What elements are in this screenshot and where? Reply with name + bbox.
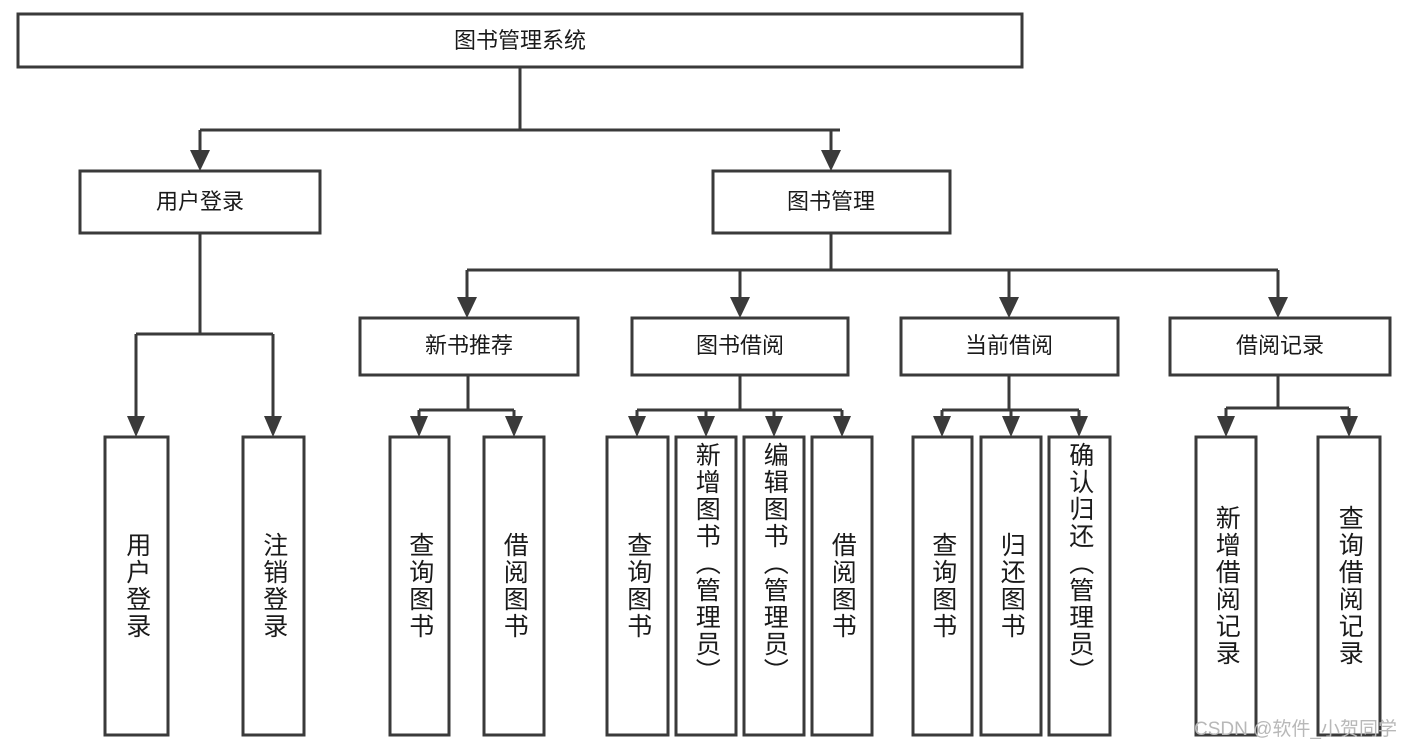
node-borrow-record[interactable]: 借阅记录 [1168,316,1392,377]
connectors-book-borrow-to-leaves [628,375,851,437]
node-book-manage[interactable]: 图书管理 [711,169,952,235]
arrowhead-leaf-query-record [1340,416,1358,437]
arrowhead-leaf-query-book-2 [628,416,646,437]
arrowhead-leaf-edit-book [765,416,783,437]
leaf-box-query-book-2[interactable] [605,435,670,737]
arrowhead-leaf-return-book [1002,416,1020,437]
node-book-borrow[interactable]: 图书借阅 [630,316,850,377]
connectors-user-login-to-leaves [127,233,282,437]
arrowhead-current-borrow [999,297,1019,318]
connectors-root-to-level2 [190,67,841,171]
connectors-borrow-record-to-leaves [1217,375,1358,437]
arrowhead-user-login [190,150,210,171]
connectors-book-manage-to-level3 [457,233,1288,318]
arrowhead-leaf-confirm-return [1070,416,1088,437]
node-user-login[interactable]: 用户登录 [78,169,322,235]
arrowhead-leaf-borrow-book-1 [505,416,523,437]
arrowhead-leaf-add-record [1217,416,1235,437]
node-borrow-record-box[interactable] [1168,316,1392,377]
connectors-new-book-rec-to-leaves [410,375,523,437]
node-borrow-record-label: 借阅记录 [1236,333,1324,358]
node-current-borrow-box[interactable] [899,316,1120,377]
leaf-box-query-book-3[interactable] [911,435,974,737]
node-book-manage-label: 图书管理 [787,189,875,214]
node-new-book-rec[interactable]: 新书推荐 [358,316,580,377]
arrowhead-leaf-user-login [127,416,145,437]
arrowhead-leaf-query-book-3 [933,416,951,437]
leaf-box-borrow-book-1[interactable] [482,435,546,737]
leaf-box-add-record[interactable] [1194,435,1258,737]
node-current-borrow[interactable]: 当前借阅 [899,316,1120,377]
node-new-book-rec-box[interactable] [358,316,580,377]
node-root-label: 图书管理系统 [454,28,586,53]
csdn-watermark: CSDN @软件_小贺同学 [1194,719,1397,740]
leaf-box-query-book-1[interactable] [388,435,451,737]
leaf-box-add-book[interactable] [674,435,738,737]
leaf-box-borrow-book-2[interactable] [810,435,874,737]
arrowhead-leaf-add-book [697,416,715,437]
connectors-current-borrow-to-leaves [933,375,1088,437]
leaf-box-query-record[interactable] [1316,435,1382,737]
leaf-box-confirm-return[interactable] [1047,435,1112,737]
node-new-book-rec-label: 新书推荐 [425,333,513,358]
arrowhead-leaf-query-book-1 [410,416,428,437]
arrowhead-new-book-rec [457,297,477,318]
node-root[interactable]: 图书管理系统 [16,12,1024,69]
leaf-box-logout[interactable] [241,435,306,737]
leaf-boxes [103,435,1382,737]
node-current-borrow-label: 当前借阅 [965,333,1053,358]
arrowhead-book-borrow [730,297,750,318]
arrowhead-borrow-record [1268,297,1288,318]
arrowhead-book-manage [821,150,841,171]
node-user-login-box[interactable] [78,169,322,235]
arrowhead-leaf-borrow-book-2 [833,416,851,437]
node-book-borrow-box[interactable] [630,316,850,377]
arrowhead-leaf-logout [264,416,282,437]
node-book-borrow-label: 图书借阅 [696,333,784,358]
node-book-manage-box[interactable] [711,169,952,235]
node-root-box[interactable] [16,12,1024,69]
leaf-box-return-book[interactable] [979,435,1043,737]
leaf-box-user-login[interactable] [103,435,170,737]
leaf-box-edit-book[interactable] [742,435,806,737]
node-user-login-label: 用户登录 [156,189,244,214]
